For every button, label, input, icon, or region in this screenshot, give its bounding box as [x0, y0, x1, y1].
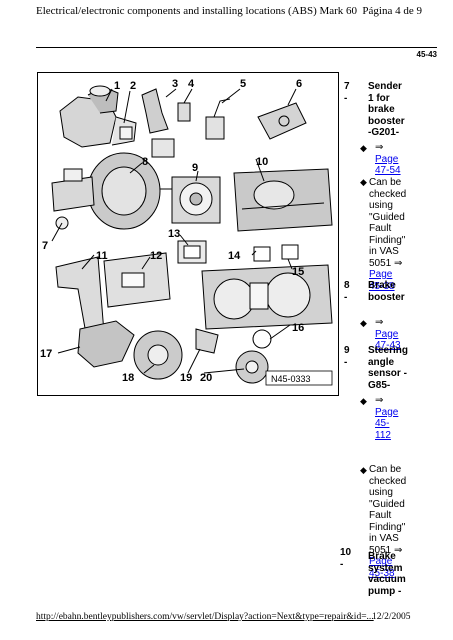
bullet-icon: ◆: [360, 465, 367, 475]
callout-1: 1: [114, 80, 120, 92]
callout-11: 11: [96, 250, 108, 262]
callout-7: 7: [42, 240, 48, 252]
item-number: 9 -: [344, 345, 350, 368]
callout-19: 19: [180, 372, 192, 384]
item-number: 8 -: [344, 280, 350, 303]
figure-ref-code: N45-0333: [271, 374, 311, 384]
arrow-icon: ⇒: [394, 544, 403, 556]
bullet-icon: ◆: [360, 396, 367, 406]
callout-5: 5: [240, 78, 246, 90]
callout-17: 17: [40, 348, 52, 360]
callout-13: 13: [168, 228, 180, 240]
document-title: Electrical/electronic components and ins…: [36, 5, 358, 17]
callout-6: 6: [296, 78, 302, 90]
bullet-icon: ◆: [360, 143, 367, 153]
arrow-icon: ⇒: [375, 142, 384, 153]
footer-date: 12/2/2005: [372, 612, 411, 622]
figure-ref-box: [265, 370, 333, 386]
item-number: 7 -: [344, 81, 350, 104]
callout-9: 9: [192, 162, 198, 174]
callout-14: 14: [228, 250, 241, 262]
callout-8: 8: [142, 156, 148, 168]
component-locations-figure: 1 2 3 4 5 6 7 8 9 10 11 12 13 14 15 16 1…: [37, 72, 339, 396]
item-number: 10 -: [340, 547, 352, 570]
page-indicator: Página 4 de 9: [362, 5, 422, 17]
arrow-icon: ⇒: [394, 257, 403, 269]
callout-18: 18: [122, 372, 134, 384]
callout-numbers: 1 2 3 4 5 6 7 8 9 10 11 12 13 14 15 16 1…: [40, 78, 304, 384]
callout-2: 2: [130, 80, 136, 92]
callout-16: 16: [292, 322, 304, 334]
repair-page-code: 45-43: [416, 50, 437, 59]
bullet-icon: ◆: [360, 318, 367, 328]
callout-15: 15: [292, 266, 304, 278]
footer-url[interactable]: http://ebahn.bentleypublishers.com/vw/se…: [36, 612, 374, 622]
component-illustration: 1 2 3 4 5 6 7 8 9 10 11 12 13 14 15 16 1…: [40, 78, 333, 386]
header-rule: [36, 47, 437, 48]
bullet-icon: ◆: [360, 177, 367, 187]
callout-10: 10: [256, 156, 268, 168]
arrow-icon: ⇒: [375, 317, 384, 328]
arrow-icon: ⇒: [375, 395, 384, 406]
callout-20: 20: [200, 372, 212, 384]
callout-12: 12: [150, 250, 162, 262]
callout-3: 3: [172, 78, 178, 90]
source-url-link[interactable]: http://ebahn.bentleypublishers.com/vw/se…: [36, 612, 374, 622]
callout-4: 4: [188, 78, 195, 90]
